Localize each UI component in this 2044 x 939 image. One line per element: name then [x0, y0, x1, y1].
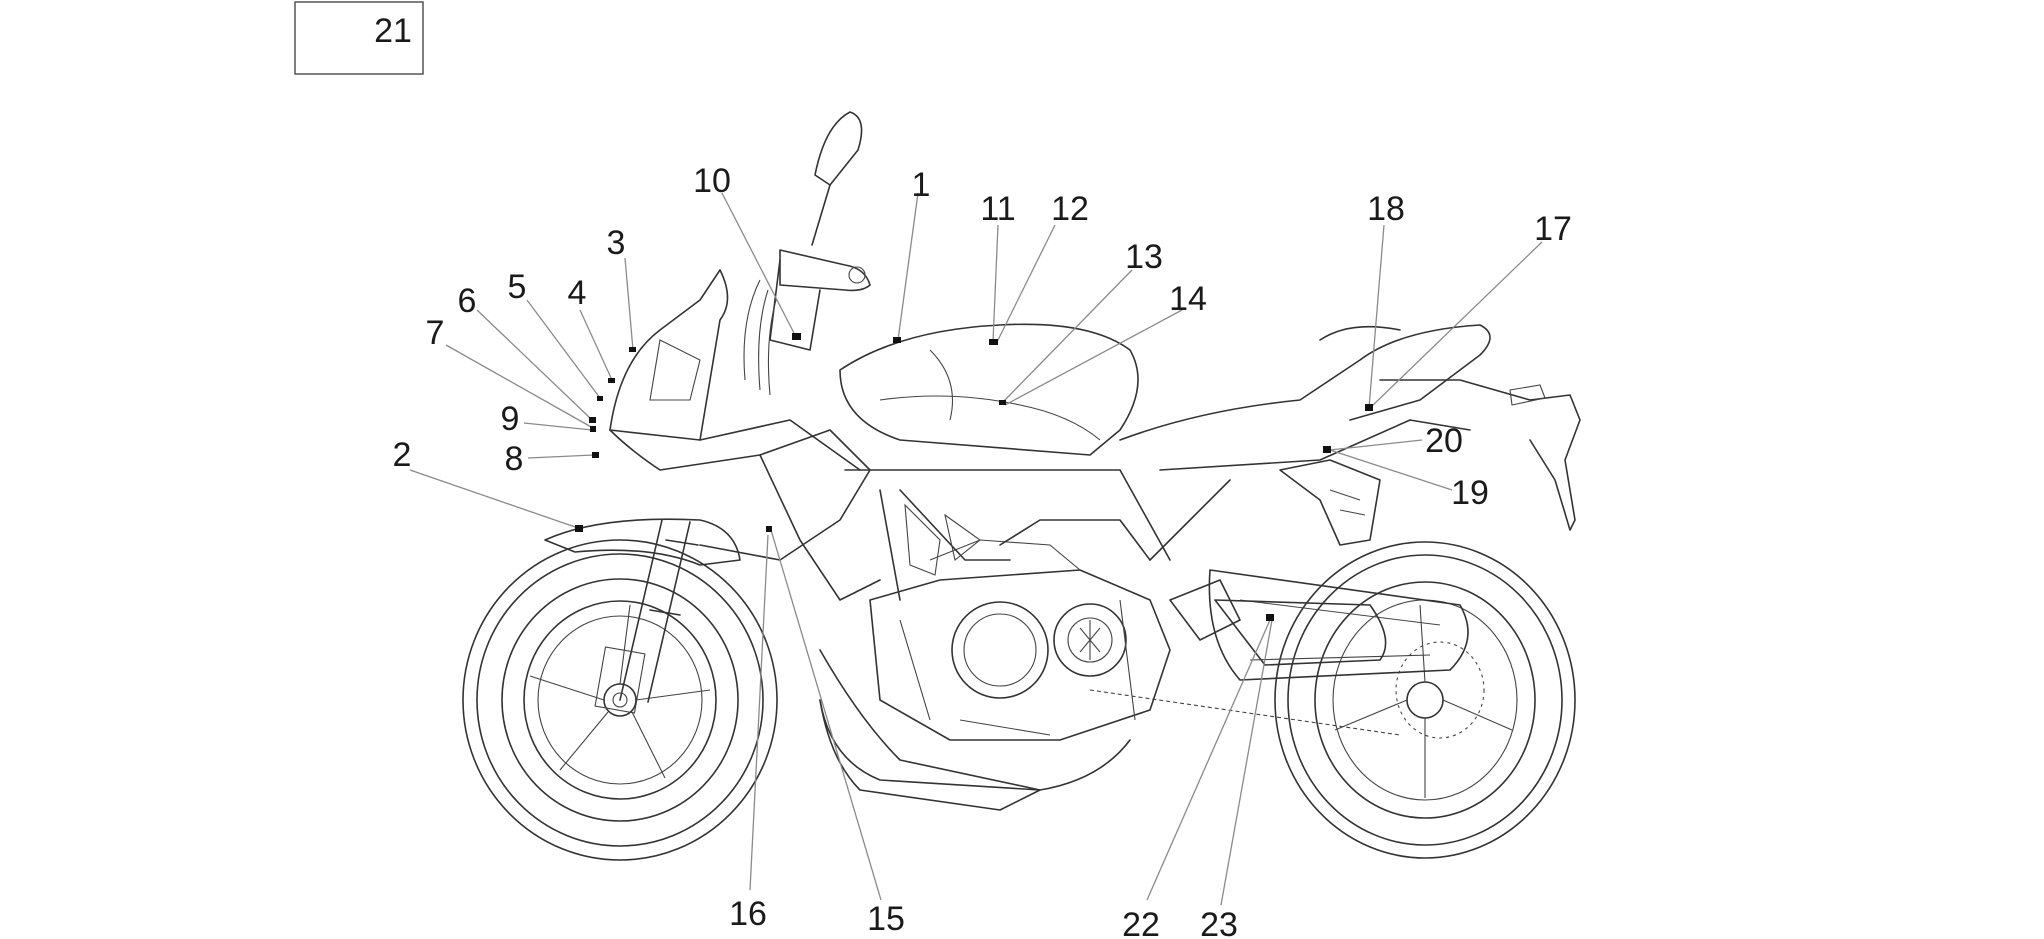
inset-label: 21	[374, 12, 412, 50]
frame	[844, 469, 1231, 601]
callout-22: 22	[1122, 906, 1160, 939]
callout-labels: 1 2 3 4 5 6 7 8 9 10 11 12 13 14 15 16 1…	[393, 162, 1572, 939]
front-fairing	[609, 269, 1041, 811]
seat-tail	[1119, 324, 1581, 531]
front-fork	[544, 518, 741, 714]
callout-18: 18	[1367, 190, 1405, 228]
callout-3: 3	[607, 224, 626, 262]
callout-13: 13	[1125, 238, 1163, 276]
inset-box: 21	[294, 1, 424, 75]
callout-1: 1	[912, 166, 931, 204]
callout-7: 7	[426, 314, 445, 352]
rear-wheel	[1274, 541, 1576, 859]
callout-16: 16	[729, 895, 767, 933]
callout-8: 8	[505, 440, 524, 478]
motorcycle-illustration	[462, 111, 1581, 861]
callout-10: 10	[693, 162, 731, 200]
callout-5: 5	[508, 268, 527, 306]
fuel-tank	[839, 323, 1139, 456]
decal-markers	[575, 333, 1373, 621]
callout-11: 11	[980, 190, 1015, 228]
callout-12: 12	[1051, 190, 1089, 228]
leader-lines	[409, 192, 1543, 906]
engine	[819, 539, 1171, 791]
callout-23: 23	[1200, 906, 1238, 939]
rear-hanger	[1169, 459, 1381, 641]
callout-4: 4	[568, 274, 587, 312]
callout-9: 9	[501, 400, 520, 438]
callout-2: 2	[393, 436, 412, 474]
callout-6: 6	[458, 282, 477, 320]
callout-15: 15	[867, 900, 905, 938]
swingarm	[1089, 569, 1469, 736]
callout-17: 17	[1534, 210, 1572, 248]
front-wheel	[462, 539, 778, 861]
callout-20: 20	[1425, 422, 1463, 460]
callout-19: 19	[1451, 474, 1489, 512]
callout-14: 14	[1169, 280, 1207, 318]
mirror-handlebar	[743, 111, 871, 396]
